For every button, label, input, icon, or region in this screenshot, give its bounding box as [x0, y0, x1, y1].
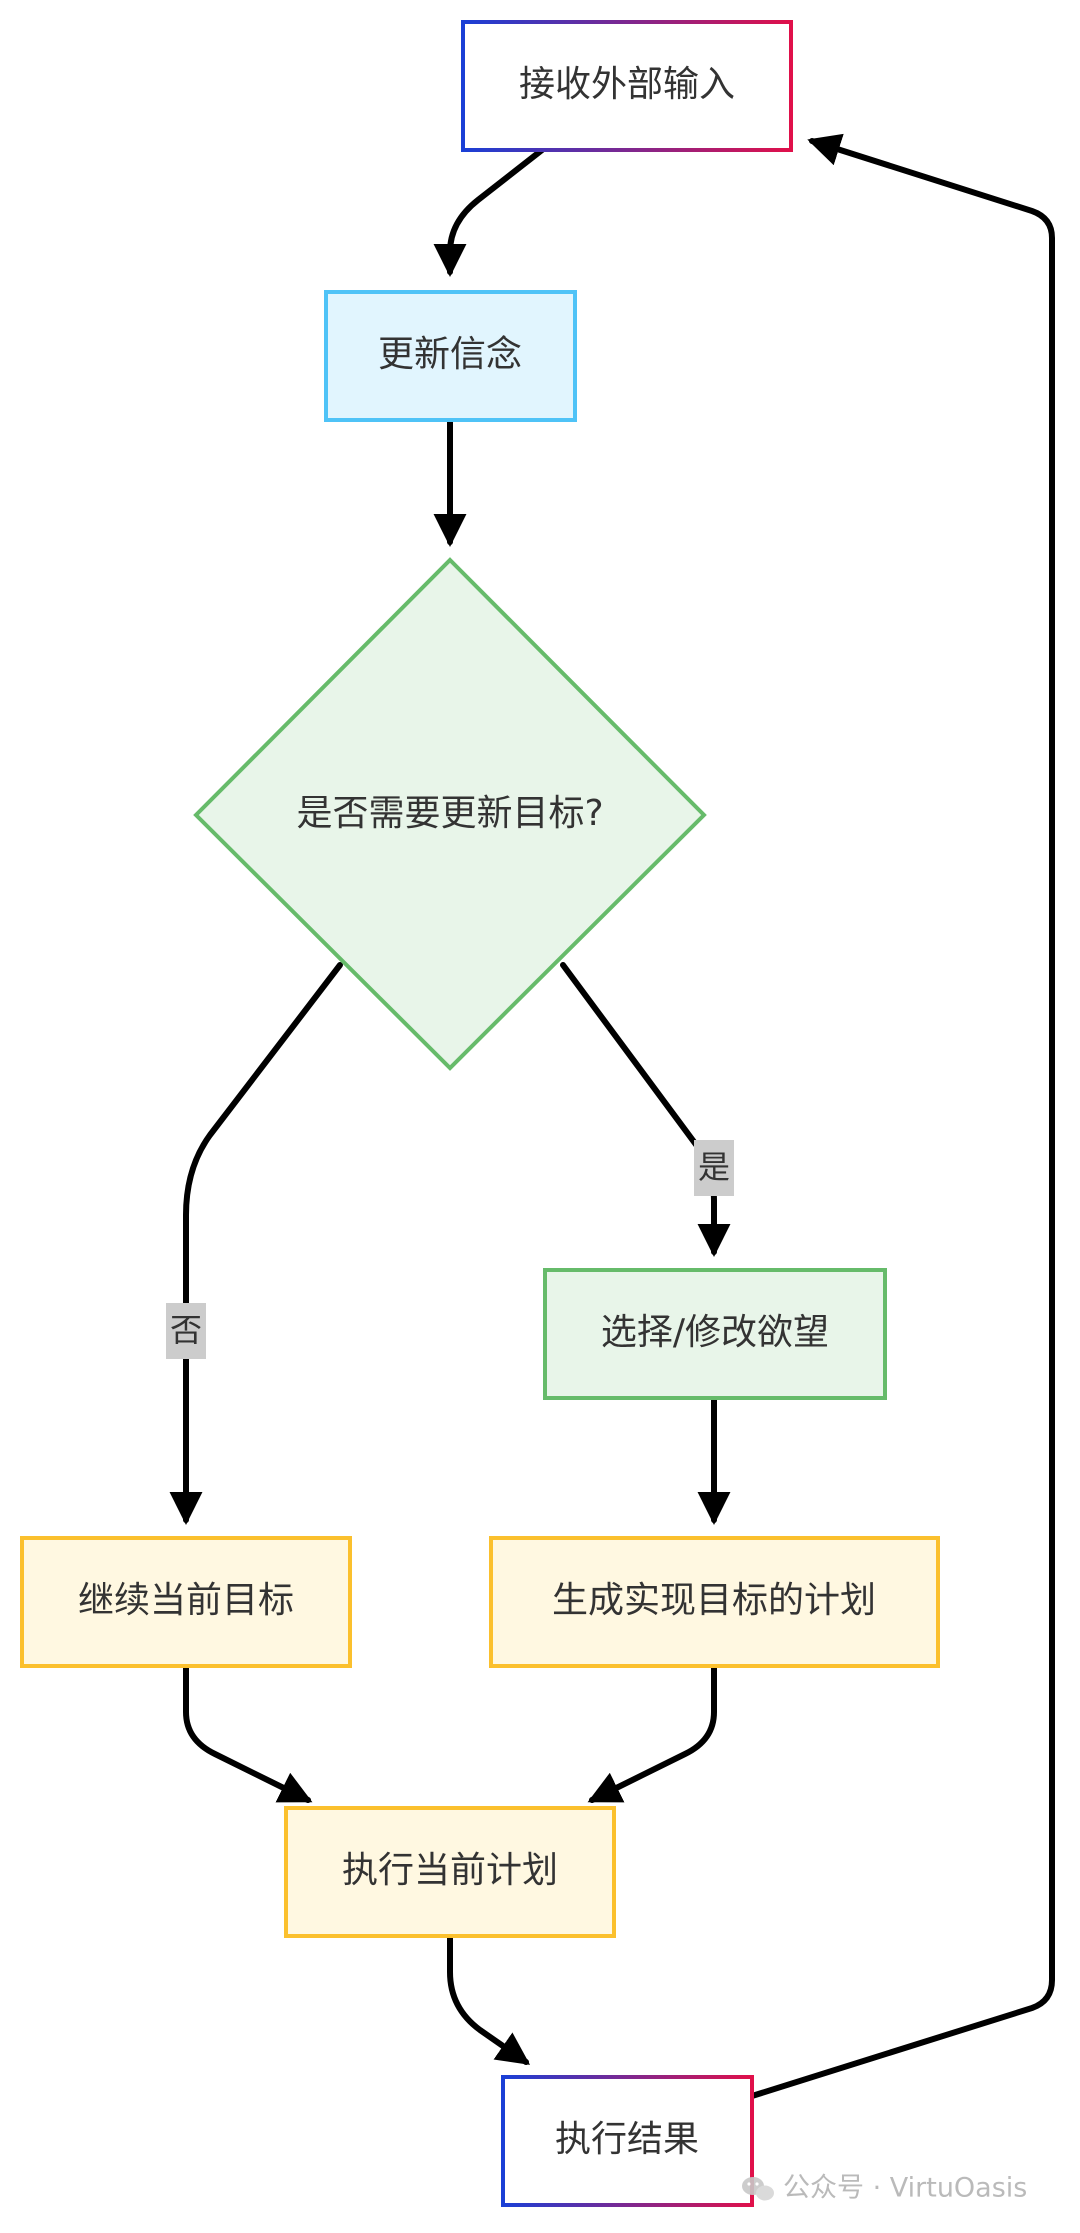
edge-decision-yes — [560, 962, 731, 1257]
node-execute-plan: 执行当前计划 — [284, 1806, 616, 1938]
edge-plan-to-execute — [587, 1663, 717, 1803]
edge-label-no-text: 否 — [170, 1311, 202, 1349]
node-update-beliefs-label: 更新信念 — [378, 334, 522, 375]
wechat-icon — [742, 2177, 774, 2201]
node-receive-input: 接收外部输入 — [461, 20, 793, 152]
node-decision-label: 是否需要更新目标? — [296, 793, 603, 834]
edge-result-to-input-loop — [749, 133, 1055, 2099]
node-generate-plan-label: 生成实现目标的计划 — [552, 1580, 876, 1621]
edge-decision-no — [169, 962, 343, 1525]
edge-continue-to-execute — [183, 1663, 313, 1803]
node-execution-result: 执行结果 — [501, 2075, 754, 2207]
node-generate-plan: 生成实现目标的计划 — [489, 1536, 940, 1668]
node-execute-plan-label: 执行当前计划 — [342, 1850, 558, 1891]
node-receive-input-label: 接收外部输入 — [519, 64, 735, 105]
edge-label-yes: 是 — [694, 1140, 734, 1196]
edge-execute-to-result — [447, 1933, 531, 2065]
node-decision: 是否需要更新目标? — [193, 557, 707, 1071]
edge-input-to-beliefs — [433, 147, 545, 277]
node-select-modify-desire: 选择/修改欲望 — [543, 1268, 887, 1400]
edge-label-no: 否 — [166, 1303, 206, 1359]
node-select-modify-desire-label: 选择/修改欲望 — [601, 1312, 829, 1353]
node-update-beliefs: 更新信念 — [324, 290, 577, 422]
watermark-text: 公众号 · VirtuOasis — [783, 2173, 1027, 2204]
node-continue-goal: 继续当前目标 — [20, 1536, 352, 1668]
node-execution-result-label: 执行结果 — [555, 2119, 699, 2160]
node-continue-goal-label: 继续当前目标 — [78, 1580, 294, 1621]
watermark: 公众号 · VirtuOasis — [742, 2173, 1027, 2204]
edge-label-yes-text: 是 — [698, 1148, 730, 1186]
